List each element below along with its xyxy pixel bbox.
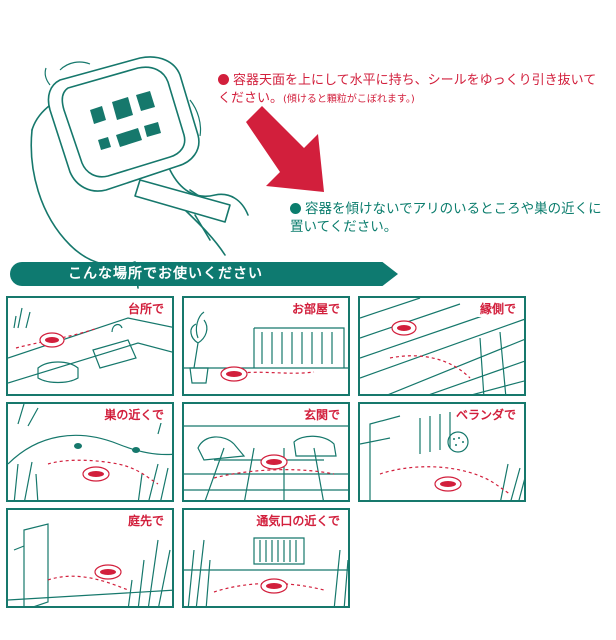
kitchen-illustration <box>8 307 172 384</box>
garden-illustration <box>8 523 172 606</box>
arrow-down-right-icon <box>246 106 324 192</box>
location-label: 台所で <box>125 300 166 317</box>
location-panel-room: お部屋で <box>182 296 350 396</box>
location-label: 縁側で <box>477 300 518 317</box>
location-panel-near-vent: 通気口の近くで <box>182 508 350 608</box>
hands-container-illustration <box>30 56 249 289</box>
nest-illustration <box>8 404 172 500</box>
location-panel-garden: 庭先で <box>6 508 174 608</box>
instruction-text: 容器を傾けないでアリのいるところや巣の近くに置いてください。 <box>290 201 602 236</box>
red-bullet-icon <box>218 74 229 85</box>
porch-illustration <box>360 298 524 394</box>
instruction-place-container: 容器を傾けないでアリのいるところや巣の近くに置いてください。 <box>290 200 610 236</box>
location-label: 玄関で <box>301 406 342 423</box>
location-panel-balcony: ベランダで <box>358 402 526 502</box>
location-panel-near-nest: 巣の近くで <box>6 402 174 502</box>
location-label: 巣の近くで <box>102 406 166 423</box>
location-panel-veranda-porch: 縁側で <box>358 296 526 396</box>
entrance-illustration <box>184 425 348 500</box>
location-label: お部屋で <box>289 300 342 317</box>
teal-bullet-icon <box>290 203 301 214</box>
instruction-text: 容器天面を上にして水平に持ち、シールをゆっくり引き抜いてください。 <box>218 73 597 106</box>
balcony-illustration <box>360 412 524 500</box>
instruction-remove-seal: 容器天面を上にして水平に持ち、シールをゆっくり引き抜いてください。(傾けると顆粒… <box>218 72 608 107</box>
instruction-note: (傾けると顆粒がこぼれます。) <box>283 93 415 105</box>
vent-illustration <box>184 537 348 606</box>
location-label: ベランダで <box>453 406 518 423</box>
location-label: 通気口の近くで <box>254 512 342 529</box>
location-panel-kitchen: 台所で <box>6 296 174 396</box>
location-label: 庭先で <box>125 512 166 529</box>
location-panel-entrance: 玄関で <box>182 402 350 502</box>
usage-locations-banner: こんな場所でお使いください <box>10 262 398 286</box>
room-illustration <box>184 311 348 384</box>
